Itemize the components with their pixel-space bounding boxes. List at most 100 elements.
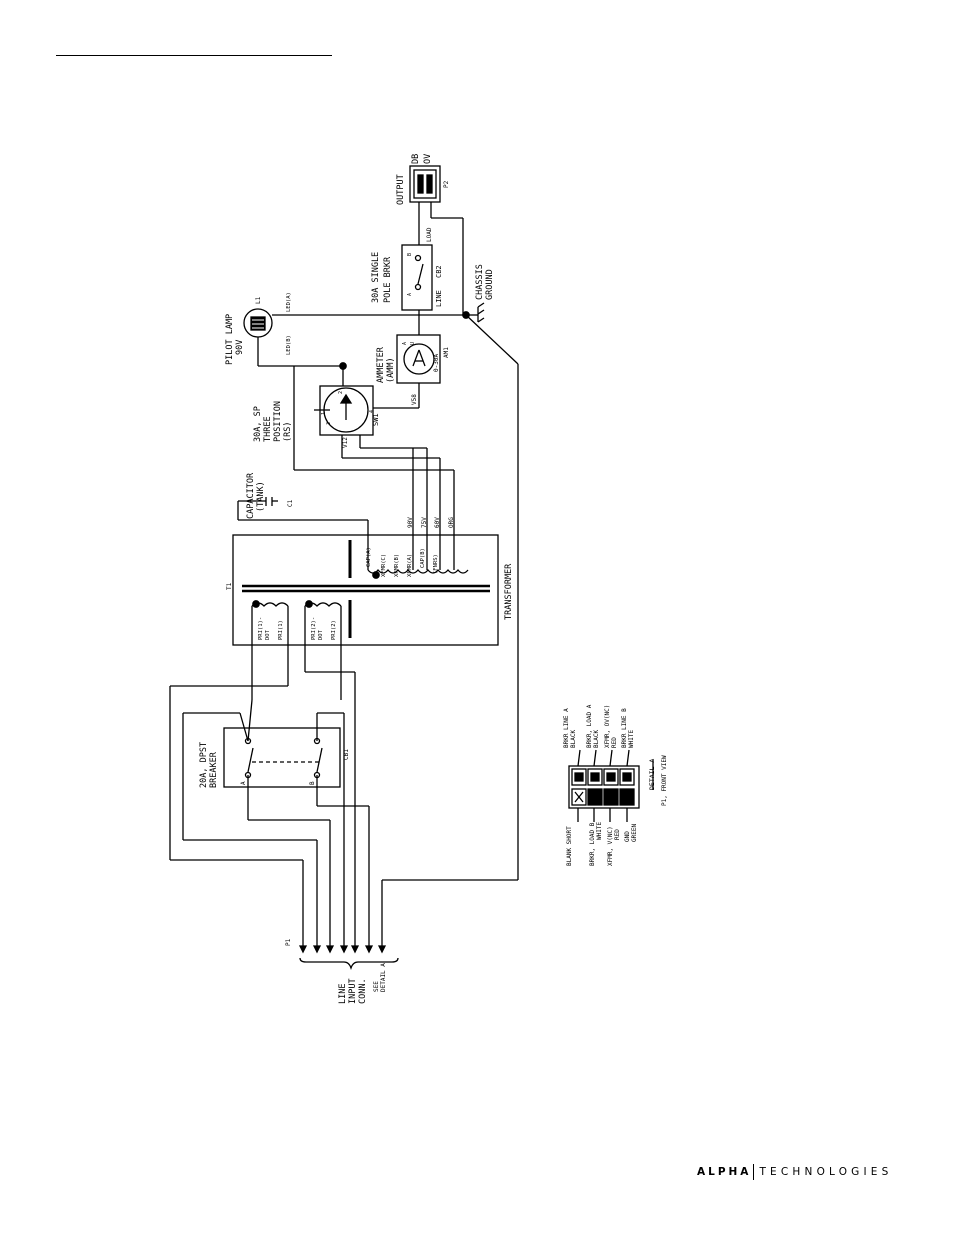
- sw-title-4: (RS): [283, 422, 293, 442]
- selector-switch-sw1: [319, 385, 374, 436]
- sw1-label: SW1: [372, 413, 380, 426]
- detail-r2: BRKR, LOAD A: [586, 704, 593, 748]
- volt-60: 60V: [434, 517, 441, 528]
- sw-pin-3: 3: [326, 422, 332, 425]
- sw-pin-1: 1: [321, 412, 327, 415]
- chassis-label: CHASSIS: [475, 264, 485, 300]
- tap-cap-a: CAP(A): [366, 547, 372, 567]
- detail-caption-2: P1, FRONT VIEW: [661, 755, 668, 806]
- v58-label: V58: [411, 394, 418, 405]
- detail-l3b: RED: [614, 829, 621, 840]
- cb1-label: CB1: [343, 749, 350, 760]
- am1-label: AM1: [443, 347, 450, 358]
- cb1-title: 20A, DPST: [199, 742, 209, 788]
- sw-title-3: POSITION: [273, 401, 283, 442]
- capacitor-label: CAPACITOR: [246, 472, 256, 519]
- pri2-dot: DOT: [318, 629, 324, 640]
- volt-org: ORG: [448, 517, 455, 528]
- sw-pin-2: 2: [338, 391, 344, 394]
- cb1-title-2: BREAKER: [209, 751, 219, 788]
- line-input-2: INPUT: [348, 978, 358, 1004]
- pri1-dot: DOT: [265, 629, 271, 640]
- cb2-a: A: [407, 293, 413, 296]
- tap-cap-b: CAP(B): [420, 548, 426, 568]
- chassis-ground: [462, 302, 485, 323]
- pri2-end: PRI(2): [331, 620, 337, 640]
- pri2-label: PRI(2)-: [311, 617, 317, 640]
- am-u: U: [410, 342, 416, 345]
- pilot-volt: 90V: [235, 340, 245, 355]
- cb1-b: B: [309, 781, 316, 785]
- p2-label: P2: [443, 180, 450, 188]
- detail-r1b: BLACK: [570, 730, 577, 748]
- transformer-t1: [232, 534, 499, 646]
- capacitor-c1: [265, 497, 273, 506]
- led-a-label: LED(A): [286, 292, 292, 312]
- detail-r3b: RED: [611, 737, 618, 748]
- cb2-title-2: POLE BRKR: [383, 256, 393, 303]
- cb2-id: CB2: [435, 265, 443, 278]
- tap-xfmr-a: XFMR(A): [407, 554, 413, 577]
- cb1-a: A: [240, 781, 247, 785]
- c1-label: C1: [287, 499, 294, 507]
- line-input-3: CONN.: [358, 978, 368, 1004]
- output-db: DB: [411, 154, 421, 164]
- cb2-b: B: [407, 253, 413, 256]
- tap-xfmr-c: XFMR(C): [381, 554, 387, 577]
- am-range: 0-30A: [433, 354, 440, 372]
- detail-caption: DETAIL A: [648, 759, 656, 790]
- detail-l3: XFMR, V(NC): [607, 826, 614, 866]
- output-ov: OV: [423, 154, 433, 164]
- volt-90: 90V: [407, 517, 414, 528]
- detail-l4b: GREEN: [631, 824, 638, 842]
- t1-label: T1: [226, 582, 233, 590]
- chassis-label-2: GROUND: [485, 269, 495, 300]
- volt-75: 75V: [421, 517, 428, 528]
- sw-pin-4: 4: [369, 410, 375, 413]
- see-detail-1: SEE: [373, 981, 380, 992]
- detail-l1: BLANK SHORT: [566, 826, 573, 866]
- breaker-cb1: [223, 727, 341, 788]
- pilot-lamp: [243, 308, 273, 338]
- p1-terminals: [298, 945, 387, 954]
- pilot-label: PILOT LAMP: [225, 314, 235, 365]
- detail-r2b: BLACK: [593, 730, 600, 748]
- brand-alpha: ALPHA: [697, 1166, 752, 1178]
- am-a: A: [402, 342, 408, 345]
- sw-title-2: THREE: [263, 416, 273, 442]
- p1-label: P1: [285, 938, 292, 946]
- detail-l2: BRKR, LOAD B: [589, 822, 596, 866]
- sw-title: 30A, SP: [253, 406, 263, 442]
- capacitor-label-2: (TANK): [256, 481, 266, 512]
- transformer-label: TRANSFORMER: [504, 563, 514, 620]
- tap-fnrs: (FNRS): [433, 554, 439, 574]
- breaker-cb2: [401, 244, 433, 311]
- company-logo: ALPHA TECHNOLOGIES: [697, 1163, 893, 1181]
- cb2-line: LINE: [435, 290, 443, 307]
- led-b-label: LED(B): [286, 335, 292, 355]
- cb2-title: 30A SINGLE: [371, 252, 381, 303]
- detail-l4: GND: [624, 831, 631, 842]
- output-label: OUTPUT: [396, 174, 406, 205]
- l1-label: L1: [255, 296, 262, 304]
- line-input-1: LINE: [338, 984, 348, 1004]
- brand-separator: [753, 1164, 755, 1180]
- cb2-load: LOAD: [426, 227, 433, 242]
- detail-a-connector: [568, 765, 640, 809]
- pri1-end: PRI(1): [278, 620, 284, 640]
- ammeter-label: AMMETER: [376, 346, 386, 383]
- detail-r4b: WHITE: [628, 730, 635, 748]
- brand-tagline: TECHNOLOGIES: [759, 1166, 893, 1178]
- tap-xfmr-b: XFMR(B): [394, 554, 400, 577]
- detail-l2b: WHITE: [596, 822, 603, 840]
- detail-r4: BRKR LINE B: [621, 708, 628, 748]
- input-brace: [299, 957, 399, 971]
- pri1-label: PRI(1)-: [258, 617, 264, 640]
- v12-label: V12: [342, 437, 349, 448]
- ammeter-label-2: (AMM): [386, 357, 396, 383]
- detail-r3: XFMR, OV(NC): [604, 705, 611, 748]
- detail-r1: BRKR LINE A: [563, 708, 570, 748]
- see-detail-2: DETAIL A: [380, 963, 387, 992]
- output-connector: [409, 165, 441, 203]
